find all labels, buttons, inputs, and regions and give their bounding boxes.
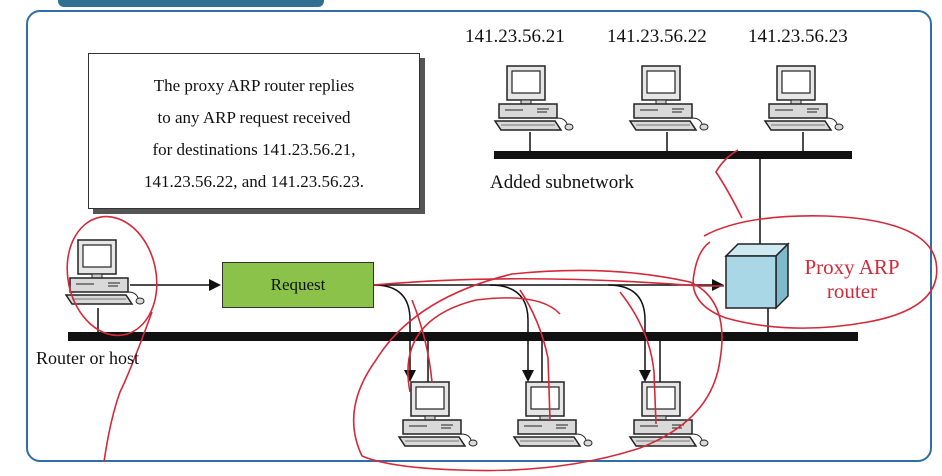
host-computer-icon — [513, 381, 593, 447]
subnet-host-address: 141.23.56.22 — [607, 26, 707, 47]
note-line-2: to any ARP request received — [157, 108, 351, 127]
subnet-bus — [494, 151, 852, 159]
router-icon — [724, 242, 790, 310]
host-computer-icon — [629, 381, 709, 447]
note-line-4: 141.23.56.22, and 141.23.56.23. — [143, 172, 365, 191]
proxy-router-label-line-1: Proxy ARP — [804, 255, 900, 279]
main-bus — [68, 332, 858, 341]
note-line-3: for destinations 141.23.56.21, — [152, 140, 356, 159]
source-label: Router or host — [36, 348, 139, 368]
proxy-router-label: Proxy ARP router — [796, 255, 908, 303]
subnet-computer-icon — [494, 65, 574, 131]
diagram-frame — [26, 10, 932, 462]
proxy-router-label-line-2: router — [826, 278, 878, 303]
subnet-label: Added subnetwork — [490, 172, 635, 193]
handwritten-annotations — [66, 149, 938, 472]
title-tab — [58, 0, 324, 7]
request-packet: Request — [222, 262, 374, 308]
subnet-host-address: 141.23.56.23 — [748, 26, 848, 47]
note-box: The proxy ARP router replies to any ARP … — [88, 53, 420, 209]
note-line-1: The proxy ARP router replies — [153, 76, 355, 95]
subnet-computer-icon — [629, 65, 709, 131]
subnet-computer-icon — [764, 65, 844, 131]
source-computer-icon — [65, 239, 145, 305]
subnet-host-address: 141.23.56.21 — [465, 26, 565, 47]
